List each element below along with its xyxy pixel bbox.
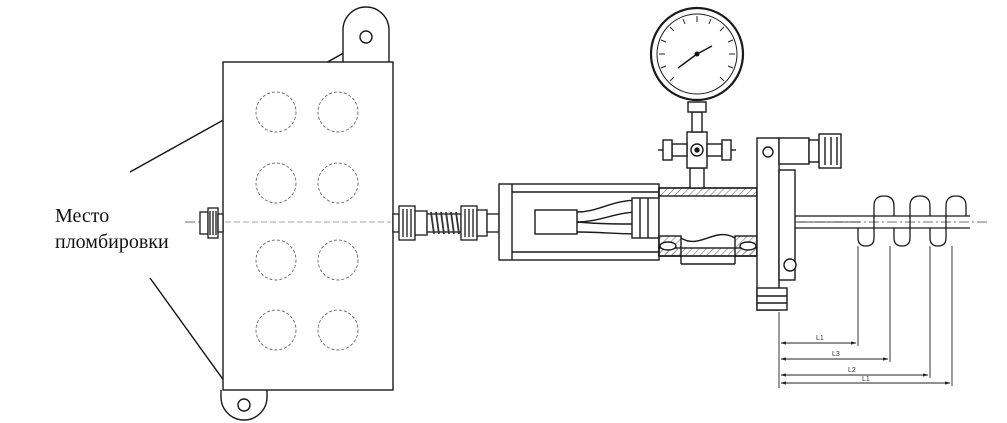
adapter-section bbox=[658, 187, 758, 265]
housing-block bbox=[220, 6, 394, 421]
probe-tube bbox=[795, 195, 970, 247]
manifold-block bbox=[756, 133, 842, 311]
seal-location-label-line2: пломбировки bbox=[55, 231, 169, 253]
dim-label-l1-short: L1 bbox=[816, 335, 824, 342]
left-connector bbox=[199, 207, 224, 239]
pressure-gauge bbox=[649, 6, 745, 102]
dimension-lines bbox=[778, 246, 953, 388]
seal-location-label-line1: Место bbox=[55, 205, 110, 227]
dim-label-l1-long: L1 bbox=[862, 376, 870, 383]
cylinder-body bbox=[498, 183, 660, 261]
dim-label-l2: L2 bbox=[848, 367, 856, 374]
dim-label-l3: L3 bbox=[832, 351, 840, 358]
valve-block bbox=[658, 101, 736, 189]
hose-and-fittings bbox=[392, 205, 500, 241]
